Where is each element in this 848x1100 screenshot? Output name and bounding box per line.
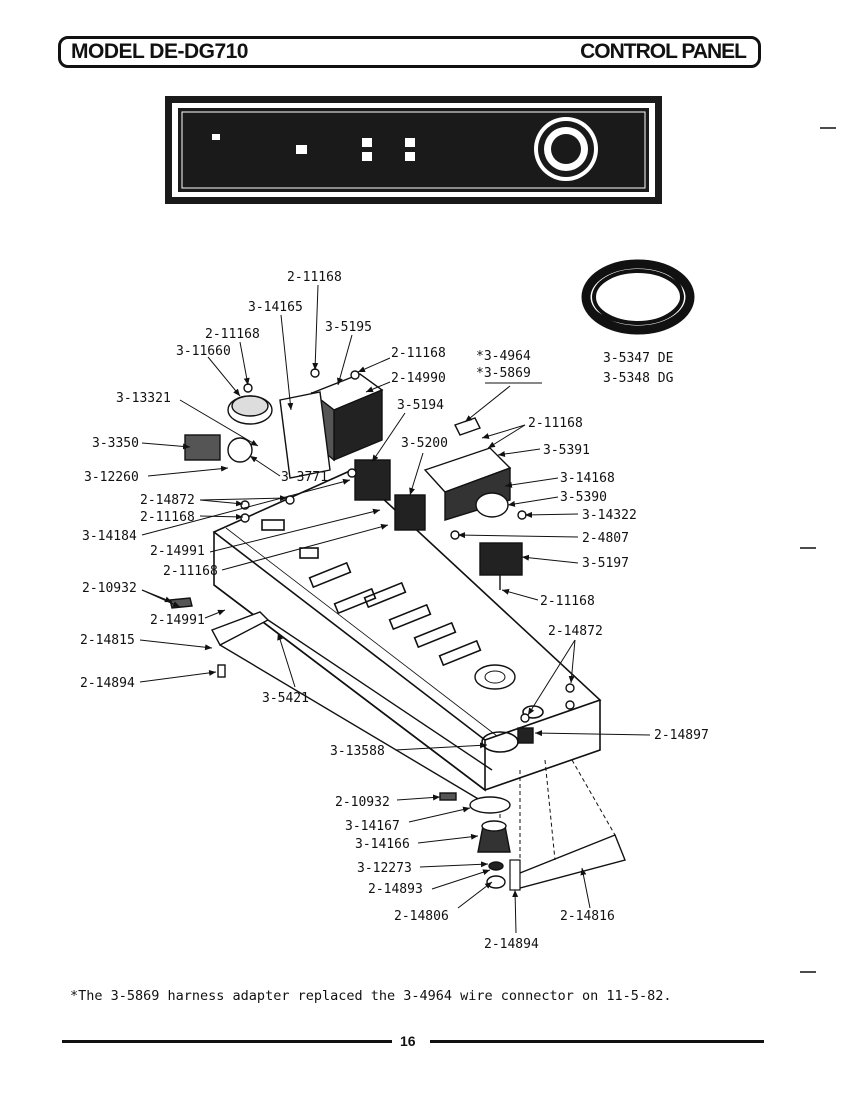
right-bracket bbox=[514, 834, 626, 889]
leader-lines bbox=[139, 284, 651, 934]
part-label: 2-14893 bbox=[368, 882, 423, 897]
part-label: 3-12260 bbox=[84, 470, 139, 485]
part-label: 2-14806 bbox=[394, 909, 449, 924]
model-title: MODEL DE-DG710 bbox=[71, 40, 249, 63]
part-label: 2-11168 bbox=[540, 594, 595, 609]
indicator-light bbox=[296, 145, 307, 154]
section-title: CONTROL PANEL bbox=[580, 40, 747, 63]
page-number: 16 bbox=[400, 1033, 416, 1049]
part-label: 3-14184 bbox=[82, 529, 137, 544]
part-label: 2-14991 bbox=[150, 613, 205, 628]
front-trim-strip bbox=[211, 611, 493, 801]
part-label: 3-14168 bbox=[560, 471, 615, 486]
page-header: MODEL DE-DG710 CONTROL PANEL bbox=[58, 36, 761, 68]
part-label: 2-11168 bbox=[528, 416, 583, 431]
part-label: 3-13588 bbox=[330, 744, 385, 759]
footnote: *The 3-5869 harness adapter replaced the… bbox=[70, 988, 672, 1004]
part-label: 2-11168 bbox=[140, 510, 195, 525]
part-label: 2-11168 bbox=[391, 346, 446, 361]
part-label: 2-14815 bbox=[80, 633, 135, 648]
part-label: 2-14897 bbox=[654, 728, 709, 743]
part-label: 2-10932 bbox=[335, 795, 390, 810]
switch-top-left bbox=[362, 138, 372, 147]
part-label: 2-14990 bbox=[391, 371, 446, 386]
part-label: 3-12273 bbox=[357, 861, 412, 876]
part-label: 2-4807 bbox=[582, 531, 629, 546]
part-label: 3-5421 bbox=[262, 691, 309, 706]
part-label: 3-5197 bbox=[582, 556, 629, 571]
part-label: 2-11168 bbox=[287, 270, 342, 285]
part-label: 3-5200 bbox=[401, 436, 448, 451]
part-labels: 2-11168 3-14165 3-5195 2-11168 3-11660 2… bbox=[80, 270, 709, 952]
wire-harness-coil bbox=[581, 259, 695, 335]
assembly-guides bbox=[499, 759, 616, 861]
part-label: 2-14991 bbox=[150, 544, 205, 559]
switch-top-right bbox=[405, 138, 415, 147]
components bbox=[169, 368, 575, 889]
part-label: *3-5869 bbox=[476, 366, 531, 381]
part-label: 2-11168 bbox=[205, 327, 260, 342]
part-label: 3-5194 bbox=[397, 398, 444, 413]
part-label: 2-14894 bbox=[484, 937, 539, 952]
timer-knob bbox=[551, 134, 581, 164]
part-label: 3-14322 bbox=[582, 508, 637, 523]
part-label: 3-5348 DG bbox=[603, 371, 674, 386]
part-label: 3-13321 bbox=[116, 391, 171, 406]
part-label: 3-11660 bbox=[176, 344, 231, 359]
footer-rule-left bbox=[62, 1040, 392, 1043]
part-label: 2-11168 bbox=[163, 564, 218, 579]
switch-bottom-right bbox=[405, 152, 415, 161]
part-label: 3-5391 bbox=[543, 443, 590, 458]
part-label: 3-5195 bbox=[325, 320, 372, 335]
part-label: 3-3771 bbox=[281, 470, 328, 485]
part-label: 3-14167 bbox=[345, 819, 400, 834]
logo-mark bbox=[212, 134, 220, 140]
part-label: 3-3350 bbox=[92, 436, 139, 451]
part-label: *3-4964 bbox=[476, 349, 531, 364]
switch-bottom-left bbox=[362, 152, 372, 161]
footer-rule-right bbox=[430, 1040, 764, 1043]
part-label: 3-14166 bbox=[355, 837, 410, 852]
part-label: 3-5390 bbox=[560, 490, 607, 505]
part-label: 2-14816 bbox=[560, 909, 615, 924]
part-label: 2-10932 bbox=[82, 581, 137, 596]
part-label: 2-14894 bbox=[80, 676, 135, 691]
part-label: 2-14872 bbox=[140, 493, 195, 508]
part-label: 3-14165 bbox=[248, 300, 303, 315]
part-label: 3-5347 DE bbox=[603, 351, 673, 366]
part-label: 2-14872 bbox=[548, 624, 603, 639]
control-panel-front-view bbox=[165, 96, 662, 204]
